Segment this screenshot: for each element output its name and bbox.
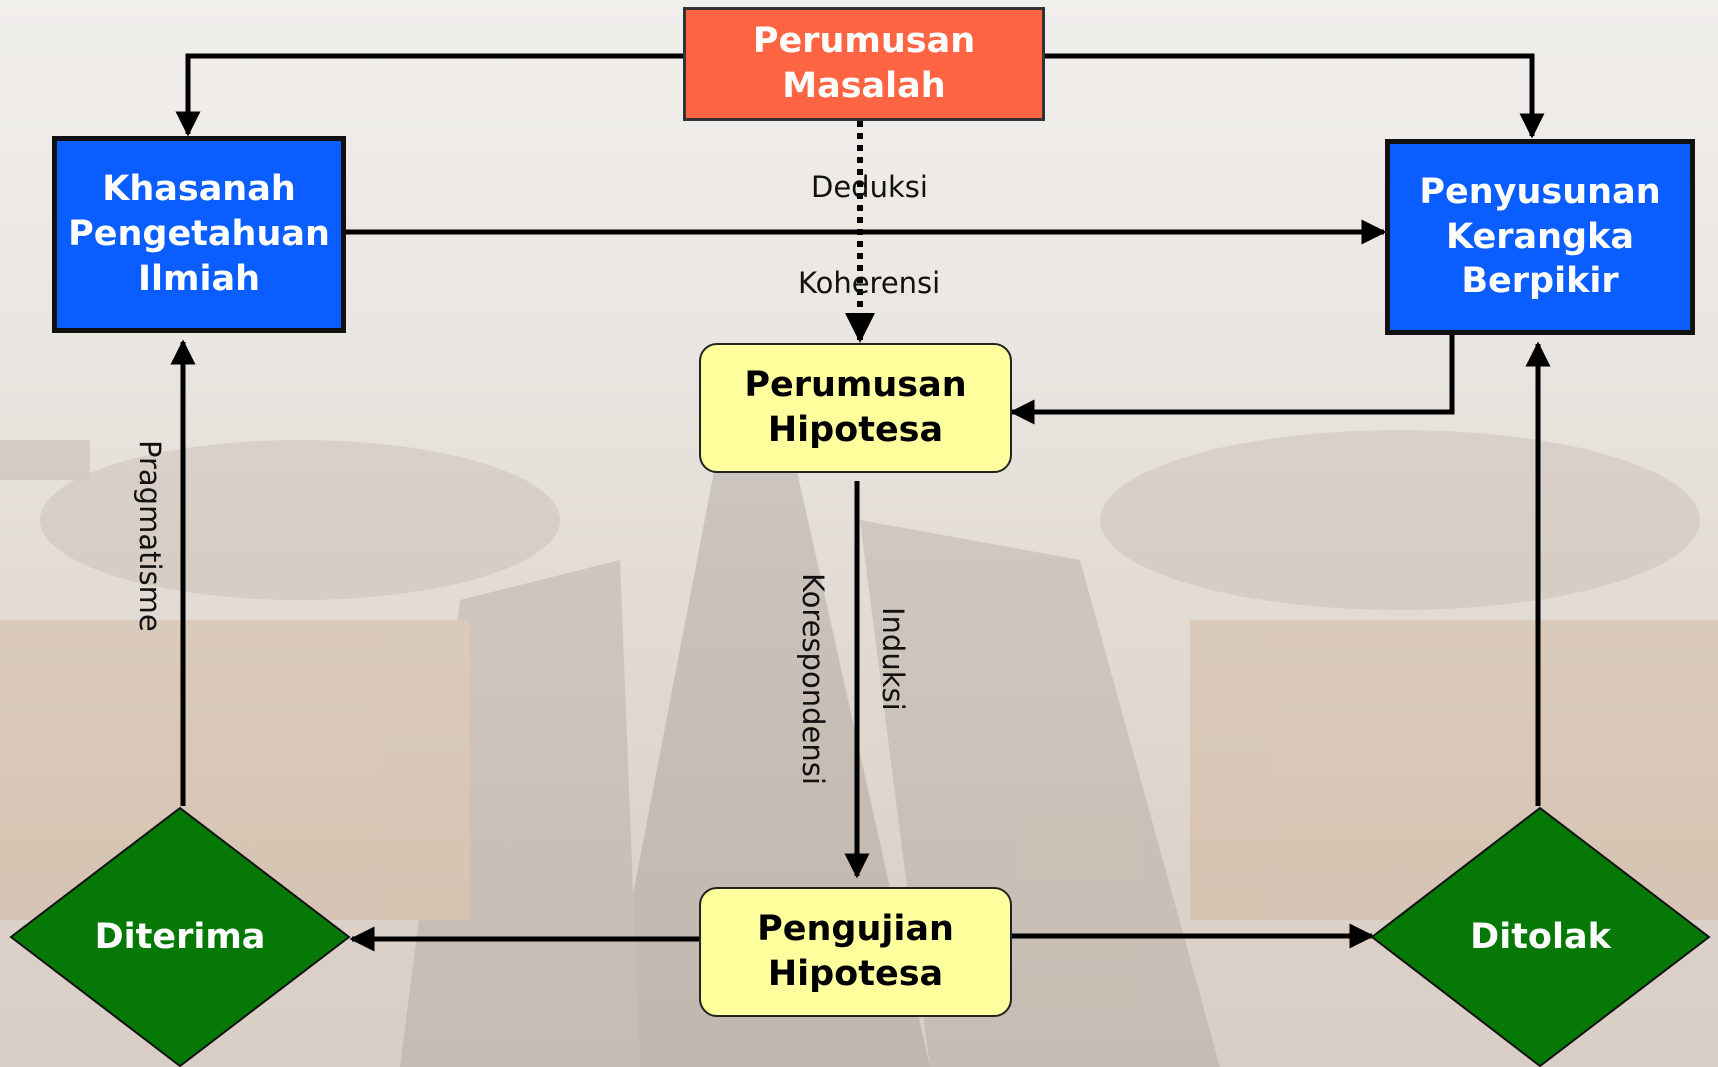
perumusan-masalah-line2: Masalah xyxy=(782,66,946,106)
perumusan-hipotesa-line2: Hipotesa xyxy=(767,410,944,450)
pengujian-hipotesa-line1: Pengujian xyxy=(757,909,954,950)
khasanah-line1: Khasanah xyxy=(102,169,296,210)
penyusunan-line3: Berpikir xyxy=(1461,261,1619,302)
label-koherensi: Koherensi xyxy=(798,266,941,300)
diterima-label: Diterima xyxy=(94,916,266,957)
label-induksi: Induksi xyxy=(876,607,910,711)
perumusan-masalah-line1: Perumusan xyxy=(752,21,976,62)
ditolak-label: Ditolak xyxy=(1470,916,1611,957)
edge-masalah-to-khasanah xyxy=(175,53,683,137)
pengujian-hipotesa-box: Pengujian Hipotesa xyxy=(699,887,1012,1017)
penyusunan-kerangka-box: Penyusunan Kerangka Berpikir xyxy=(1385,139,1695,335)
diterima-diamond-shape xyxy=(9,806,351,1067)
ditolak-diamond-shape xyxy=(1370,806,1711,1067)
khasanah-line2: Pengetahuan xyxy=(68,214,330,255)
penyusunan-line1: Penyusunan xyxy=(1419,171,1661,212)
diterima-diamond: Diterima xyxy=(9,806,351,1067)
label-pragmatisme: Pragmatisme xyxy=(133,440,167,632)
label-korespondensi: Korespondensi xyxy=(796,573,830,785)
edge-penyusunan-to-hipotesa xyxy=(1009,334,1455,425)
khasanah-line3: Ilmiah xyxy=(137,258,260,299)
label-deduksi: Deduksi xyxy=(811,170,928,204)
edge-masalah-to-penyusunan xyxy=(1044,53,1545,139)
khasanah-pengetahuan-box: Khasanah Pengetahuan Ilmiah xyxy=(52,136,346,333)
ditolak-diamond: Ditolak xyxy=(1370,806,1711,1067)
perumusan-hipotesa-line1: Perumusan xyxy=(744,365,967,406)
perumusan-hipotesa-box: Perumusan Hipotesa xyxy=(699,343,1012,473)
perumusan-masalah-box: Perumusan Masalah xyxy=(683,7,1045,121)
penyusunan-line2: Kerangka xyxy=(1446,216,1634,257)
pengujian-hipotesa-line2: Hipotesa xyxy=(767,954,944,994)
